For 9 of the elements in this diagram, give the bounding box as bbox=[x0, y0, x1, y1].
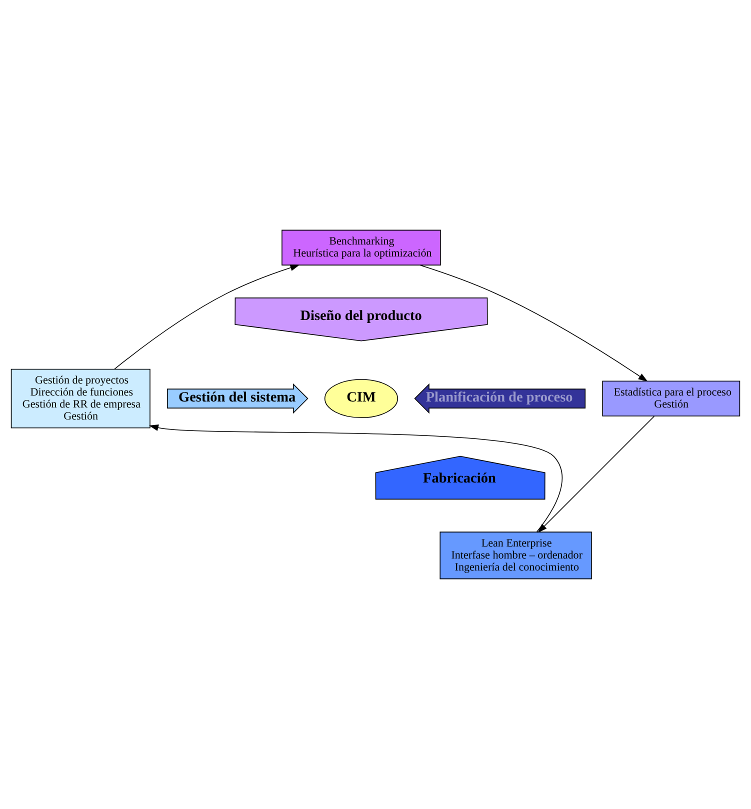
node-box: Estadística para el proceso Gestión bbox=[602, 380, 740, 416]
arrow bbox=[538, 416, 655, 533]
node-box: Benchmarking Heurística para la optimización bbox=[282, 230, 441, 266]
arrow bbox=[114, 264, 300, 370]
node-box: Gestión de proyectos Dirección de funciones Gestión de RR de empresa Gestión bbox=[10, 368, 150, 428]
node-box: Lean Enterprise Interfase hombre – ordenador Ingeniería del conocimiento bbox=[440, 532, 592, 580]
arrow bbox=[148, 424, 562, 532]
arrow bbox=[420, 264, 648, 382]
node-ellipse: CIM bbox=[324, 379, 398, 418]
